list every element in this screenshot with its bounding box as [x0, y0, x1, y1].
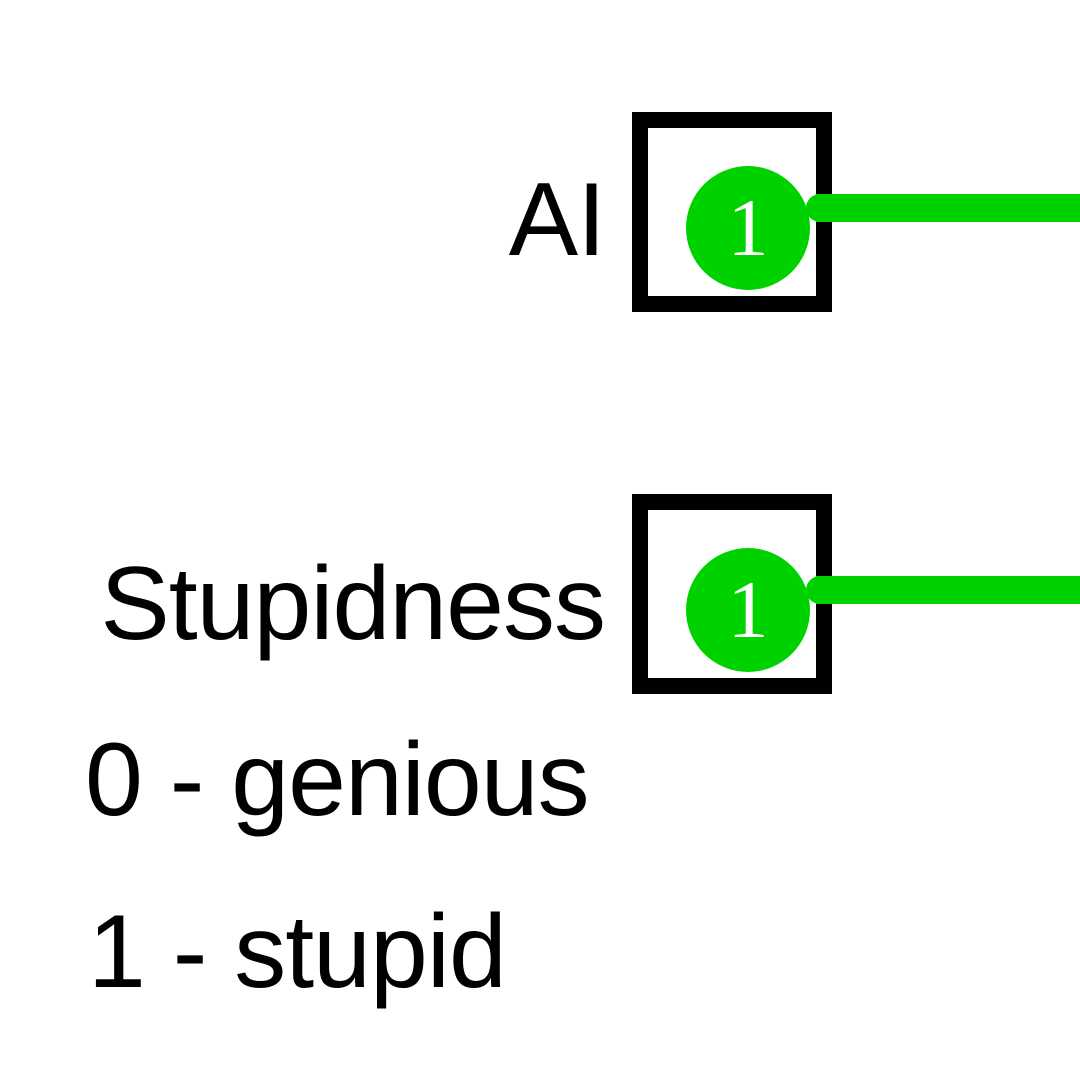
input-label-stupidness: Stupidness	[100, 546, 606, 662]
wire-stupidness	[816, 576, 1080, 604]
wire-ai	[816, 194, 1080, 222]
pin-value-stupidness[interactable]: 1	[686, 548, 810, 672]
legend-line-0: 0 - genious	[85, 722, 590, 838]
input-pin-ai[interactable]: 1	[632, 112, 832, 312]
legend-line-1: 1 - stupid	[88, 894, 507, 1010]
input-pin-stupidness[interactable]: 1	[632, 494, 832, 694]
pin-value-ai[interactable]: 1	[686, 166, 810, 290]
input-label-ai: AI	[508, 162, 606, 278]
